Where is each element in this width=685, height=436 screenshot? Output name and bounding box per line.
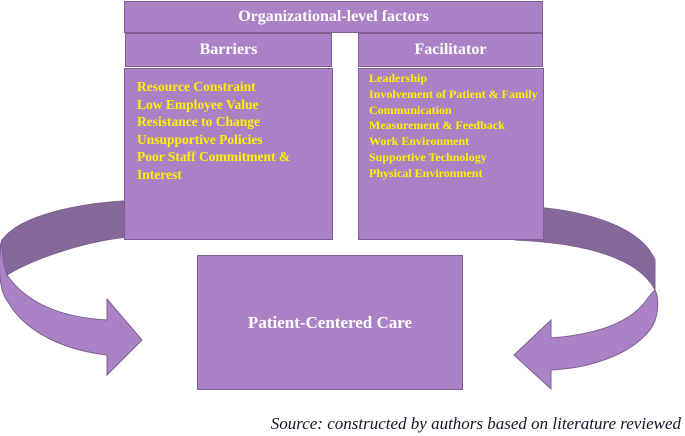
facilitator-item: Work Environment: [369, 134, 470, 149]
barrier-item: Poor Staff Commitment & Interest: [137, 149, 291, 182]
organizational-level-factors-header: Organizational-level factors: [124, 1, 543, 33]
facilitator-item: Involvement of Patient & Family: [369, 86, 538, 101]
left-arrow-front: [0, 239, 143, 377]
facilitator-list: Leadership Involvement of Patient & Fami…: [369, 71, 541, 182]
barriers-list: Resource Constraint Low Employee Value R…: [137, 78, 327, 184]
patient-centered-care-label: Patient-Centered Care: [247, 312, 413, 332]
right-arrow-front: [513, 289, 659, 391]
source-caption: Source: constructed by authors based on …: [270, 414, 681, 433]
left-arrow-back-band: [0, 199, 144, 276]
facilitator-box: Leadership Involvement of Patient & Fami…: [358, 68, 544, 240]
barrier-item: Resource Constraint: [137, 79, 256, 94]
facilitator-item: Measurement & Feedback: [369, 118, 505, 133]
facilitator-header: Facilitator: [358, 33, 543, 67]
barriers-header: Barriers: [125, 33, 332, 67]
patient-centered-care-box: Patient-Centered Care: [197, 255, 463, 390]
barrier-item: Unsupportive Policies: [137, 131, 263, 147]
facilitator-item: Leadership: [369, 71, 428, 85]
facilitator-item: Physical Environment: [369, 165, 483, 180]
barrier-item: Resistance to Change: [137, 114, 260, 130]
barriers-box: Resource Constraint Low Employee Value R…: [124, 68, 333, 240]
facilitator-item: Communication: [369, 102, 452, 117]
facilitator-item: Supportive Technology: [369, 149, 487, 164]
barrier-item: Low Employee Value: [137, 96, 259, 112]
